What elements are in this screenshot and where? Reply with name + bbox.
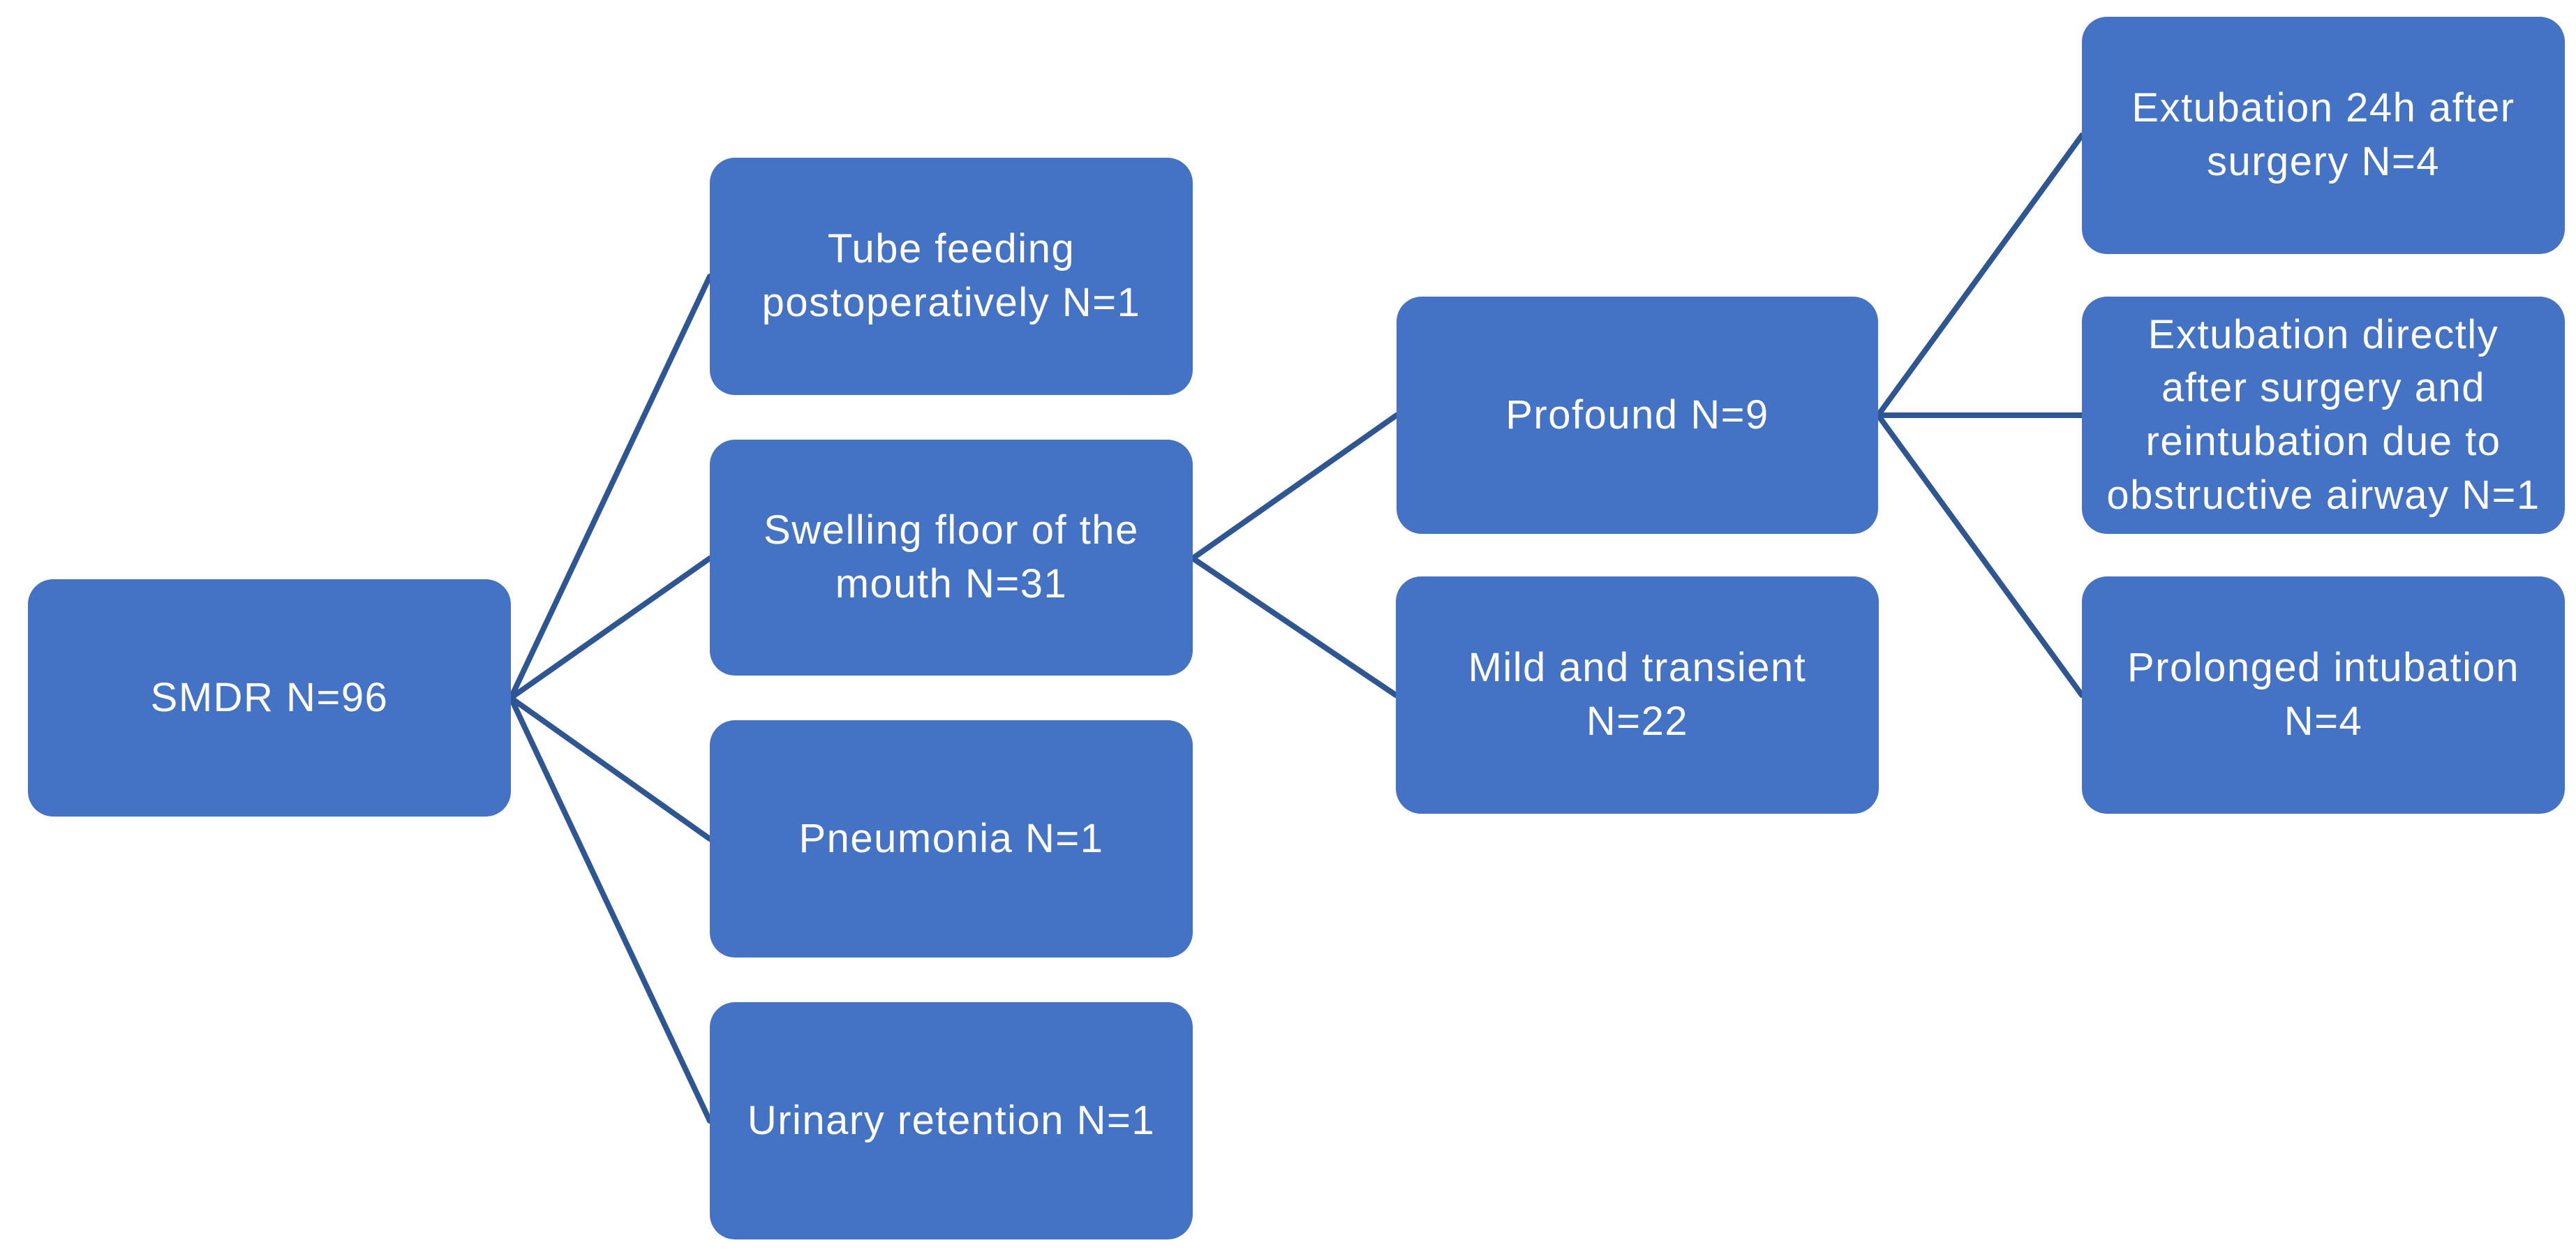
node-mild-and-transient-label: Mild and transient N=22 xyxy=(1468,645,1807,744)
node-smdr: SMDR N=96 xyxy=(28,579,511,817)
connector-swelling-profound xyxy=(1190,412,1399,561)
node-pneumonia: Pneumonia N=1 xyxy=(710,720,1193,958)
node-pneumonia-label: Pneumonia N=1 xyxy=(798,815,1104,861)
node-mild-and-transient: Mild and transient N=22 xyxy=(1396,576,1879,814)
connector-smdr-pneumonia xyxy=(508,695,713,842)
connector-smdr-urinary xyxy=(508,695,713,1124)
node-extubation-24h: Extubation 24h after surgery N=4 xyxy=(2082,17,2565,254)
node-tube-feeding-label: Tube feeding postoperatively N=1 xyxy=(761,226,1141,325)
node-urinary-retention-label: Urinary retention N=1 xyxy=(747,1097,1156,1143)
connector-smdr-swelling xyxy=(508,556,713,701)
node-tube-feeding: Tube feeding postoperatively N=1 xyxy=(710,158,1193,395)
node-profound-label: Profound N=9 xyxy=(1505,392,1769,438)
connector-smdr-tube xyxy=(508,274,713,701)
node-smdr-label: SMDR N=96 xyxy=(150,674,389,720)
node-extubation-24h-label: Extubation 24h after surgery N=4 xyxy=(2131,85,2515,184)
connector-swelling-mild xyxy=(1190,556,1399,698)
node-swelling-floor-of-mouth-label: Swelling floor of the mouth N=31 xyxy=(764,507,1139,606)
node-urinary-retention: Urinary retention N=1 xyxy=(710,1002,1193,1239)
connector-profound-ext24 xyxy=(1875,133,2085,418)
node-extubation-directly-reintubation-label: Extubation directly after surgery and re… xyxy=(2106,311,2540,518)
node-extubation-directly-reintubation: Extubation directly after surgery and re… xyxy=(2082,297,2565,534)
node-profound: Profound N=9 xyxy=(1397,297,1878,534)
node-prolonged-intubation: Prolonged intubation N=4 xyxy=(2082,576,2565,814)
connector-profound-prolonged xyxy=(1875,412,2085,698)
node-prolonged-intubation-label: Prolonged intubation N=4 xyxy=(2127,645,2520,744)
node-swelling-floor-of-mouth: Swelling floor of the mouth N=31 xyxy=(710,440,1193,676)
